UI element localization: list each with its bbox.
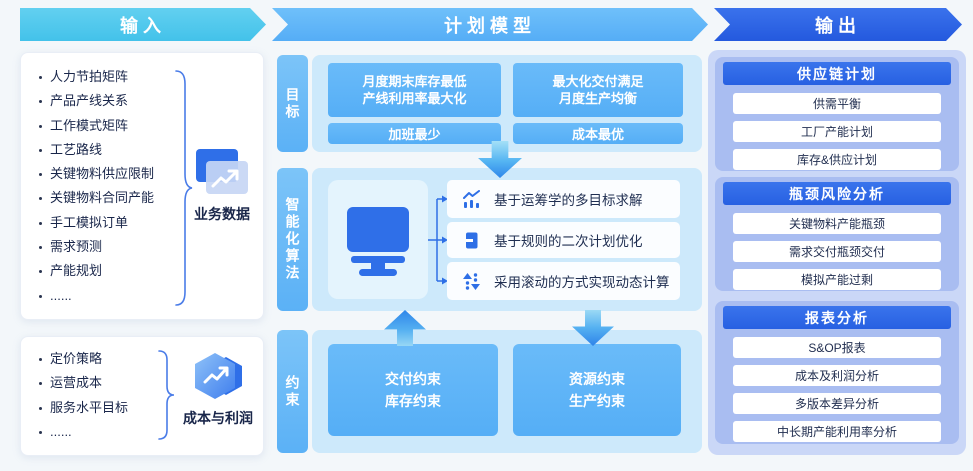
curly-brace-icon [175,70,193,306]
output-item: 成本及利润分析 [733,365,941,386]
input-box-business-data: 人力节拍矩阵 产品产线关系 工作模式矩阵 工艺路线 关键物料供应限制 关键物料合… [20,52,264,320]
constraint-line: 生产约束 [569,393,625,409]
goal-box-inventory: 月度期末库存最低 产线利用率最大化 [328,63,501,117]
algorithm-container: 基于运筹学的多目标求解 基于规则的二次计划优化 采用滚动的方式实现动态计算 [312,168,702,311]
banner-output-label: 输出 [815,15,861,36]
output-item: 模拟产能过剩 [733,269,941,290]
constraint-box-delivery: 交付约束 库存约束 [328,344,498,436]
document-icon [466,232,478,248]
output-item: 需求交付瓶颈交付 [733,241,941,262]
algorithm-item-multiobjective: 基于运筹学的多目标求解 [447,180,680,218]
list-item: 工艺路线 [37,138,154,162]
list-item: 产品产线关系 [37,89,154,113]
constraint-line: 资源约束 [569,371,625,387]
output-item: 关键物料产能瓶颈 [733,213,941,234]
output-group-title: 瓶颈风险分析 [723,182,951,205]
list-item: 服务水平目标 [37,396,128,420]
output-group-title: 报表分析 [723,306,951,329]
list-item: ...... [37,284,154,308]
list-item: ...... [37,420,128,444]
business-data-group: 业务数据 [183,147,261,224]
goal-box-cost: 成本最优 [513,123,683,144]
goal-box-line: 加班最少 [388,127,441,142]
goal-box-line: 月度生产均衡 [558,91,637,106]
algorithm-item-rules: 基于规则的二次计划优化 [447,222,680,258]
tab-algorithm: 智能化算法 [277,168,308,311]
output-item: 库存&供应计划 [733,149,941,170]
curly-brace-icon [158,350,175,440]
output-item: 工厂产能计划 [733,121,941,142]
constraint-line: 库存约束 [385,393,441,409]
banner-input-label: 输入 [120,15,166,36]
list-item: 产能规划 [37,259,154,283]
goal-box-overtime: 加班最少 [328,123,501,144]
banner-output: 输出 [714,8,962,41]
algorithm-item-label: 基于规则的二次计划优化 [494,234,643,249]
business-data-icon [196,149,248,194]
list-item: 手工模拟订单 [37,211,154,235]
chart-trend-icon [463,189,480,208]
cost-profit-icon [195,353,242,399]
business-data-label: 业务数据 [194,206,250,222]
output-group-bottleneck-risk: 瓶颈风险分析 关键物料产能瓶颈 需求交付瓶颈交付 模拟产能过剩 [715,177,959,291]
output-item: 供需平衡 [733,93,941,114]
list-item: 需求预测 [37,235,154,259]
output-group-title: 供应链计划 [723,62,951,85]
goal-box-line: 产线利用率最大化 [362,91,467,106]
list-item: 人力节拍矩阵 [37,65,154,89]
output-item: 中长期产能利用率分析 [733,421,941,442]
banner-model-label: 计划模型 [444,15,536,36]
list-item: 工作模式矩阵 [37,114,154,138]
output-column: 供应链计划 供需平衡 工厂产能计划 库存&供应计划 瓶颈风险分析 关键物料产能瓶… [708,50,966,455]
list-item: 定价策略 [37,347,128,371]
goal-box-line: 月度期末库存最低 [362,74,467,89]
list-item: 关键物料供应限制 [37,162,154,186]
algorithm-item-label: 采用滚动的方式实现动态计算 [494,275,670,290]
output-group-report-analysis: 报表分析 S&OP报表 成本及利润分析 多版本差异分析 中长期产能利用率分析 [715,301,959,444]
connector-lines [428,195,448,285]
tab-constraint: 约束 [277,330,308,453]
list-item: 运营成本 [37,371,128,395]
output-group-supply-chain: 供应链计划 供需平衡 工厂产能计划 库存&供应计划 [715,57,959,171]
rolling-arrows-icon [463,272,480,290]
business-data-list: 人力节拍矩阵 产品产线关系 工作模式矩阵 工艺路线 关键物料供应限制 关键物料合… [37,65,154,308]
cost-profit-list: 定价策略 运营成本 服务水平目标 ...... [37,347,128,444]
constraint-container: 交付约束 库存约束 资源约束 生产约束 [312,330,702,453]
input-box-cost-profit: 定价策略 运营成本 服务水平目标 ...... 成本与利润 [20,336,264,456]
cost-profit-group: 成本与利润 [175,351,261,428]
constraint-line: 交付约束 [385,371,441,387]
goal-box-delivery: 最大化交付满足 月度生产均衡 [513,63,683,117]
goal-container: 月度期末库存最低 产线利用率最大化 最大化交付满足 月度生产均衡 加班最少 成本… [312,55,702,152]
list-item: 关键物料合同产能 [37,186,154,210]
tab-goal: 目标 [277,55,308,152]
output-item: S&OP报表 [733,337,941,358]
computer-panel [328,180,428,299]
monitor-icon [347,206,409,276]
algorithm-item-label: 基于运筹学的多目标求解 [494,193,643,208]
constraint-box-resource: 资源约束 生产约束 [513,344,681,436]
output-item: 多版本差异分析 [733,393,941,414]
banner-input: 输入 [20,8,266,41]
goal-box-line: 成本最优 [571,127,624,142]
goal-box-line: 最大化交付满足 [552,74,644,89]
cost-profit-label: 成本与利润 [183,410,253,426]
banner-model: 计划模型 [272,8,708,41]
algorithm-item-rolling: 采用滚动的方式实现动态计算 [447,262,680,300]
